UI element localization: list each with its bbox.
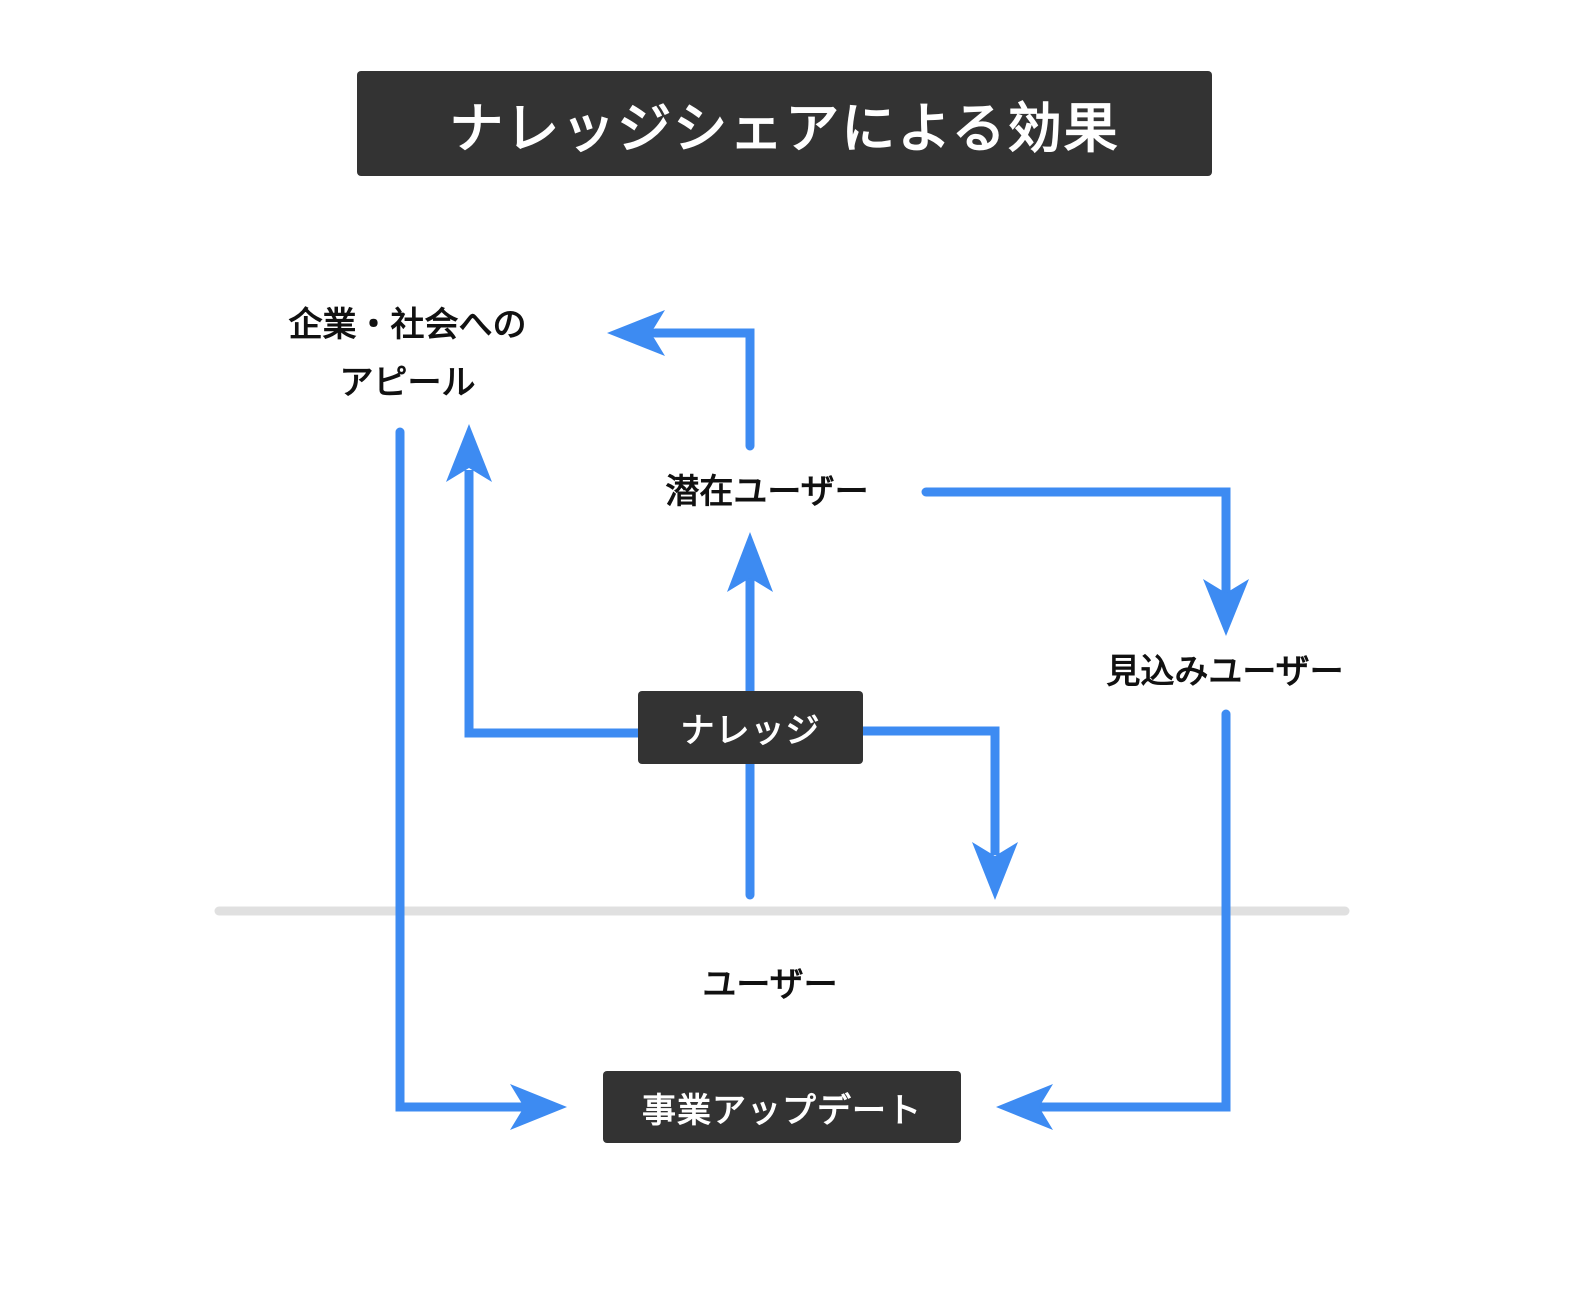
- node-potential-users: 潜在ユーザー: [665, 472, 869, 512]
- node-users: ユーザー: [702, 965, 838, 1005]
- node-appeal-line1: 企業・社会への: [288, 305, 527, 345]
- node-prospective-users: 見込みユーザー: [1106, 652, 1344, 692]
- arrow-appeal-to-update: [395, 427, 530, 1112]
- node-business-update-text: 事業アップデート: [642, 1090, 922, 1131]
- arrowhead-down-prospect: [1203, 579, 1249, 636]
- arrowhead-up-potential: [727, 532, 773, 592]
- node-knowledge: ナレッジ: [638, 691, 863, 764]
- arrow-prospect-to-update: [1035, 709, 1231, 1112]
- diagram-title-text: ナレッジシェアによる効果: [449, 97, 1120, 160]
- node-knowledge-text: ナレッジ: [680, 711, 821, 751]
- arrow-potential-to-prospect: [921, 487, 1231, 597]
- arrow-knowledge-to-appeal: [464, 470, 638, 738]
- diagram-title: ナレッジシェアによる効果: [357, 71, 1212, 176]
- node-appeal-line2: アピール: [339, 363, 476, 403]
- arrowhead-up-appeal: [446, 424, 492, 482]
- node-appeal: 企業・社会への アピール: [270, 296, 545, 412]
- node-business-update: 事業アップデート: [603, 1071, 961, 1143]
- arrow-potential-to-appeal: [650, 328, 755, 451]
- arrow-knowledge-to-users: [863, 726, 1000, 855]
- arrowhead-down-users: [972, 842, 1018, 900]
- arrowhead-left-update: [996, 1084, 1053, 1130]
- arrowhead-left-appeal: [607, 310, 665, 356]
- arrowhead-right-update: [510, 1084, 567, 1130]
